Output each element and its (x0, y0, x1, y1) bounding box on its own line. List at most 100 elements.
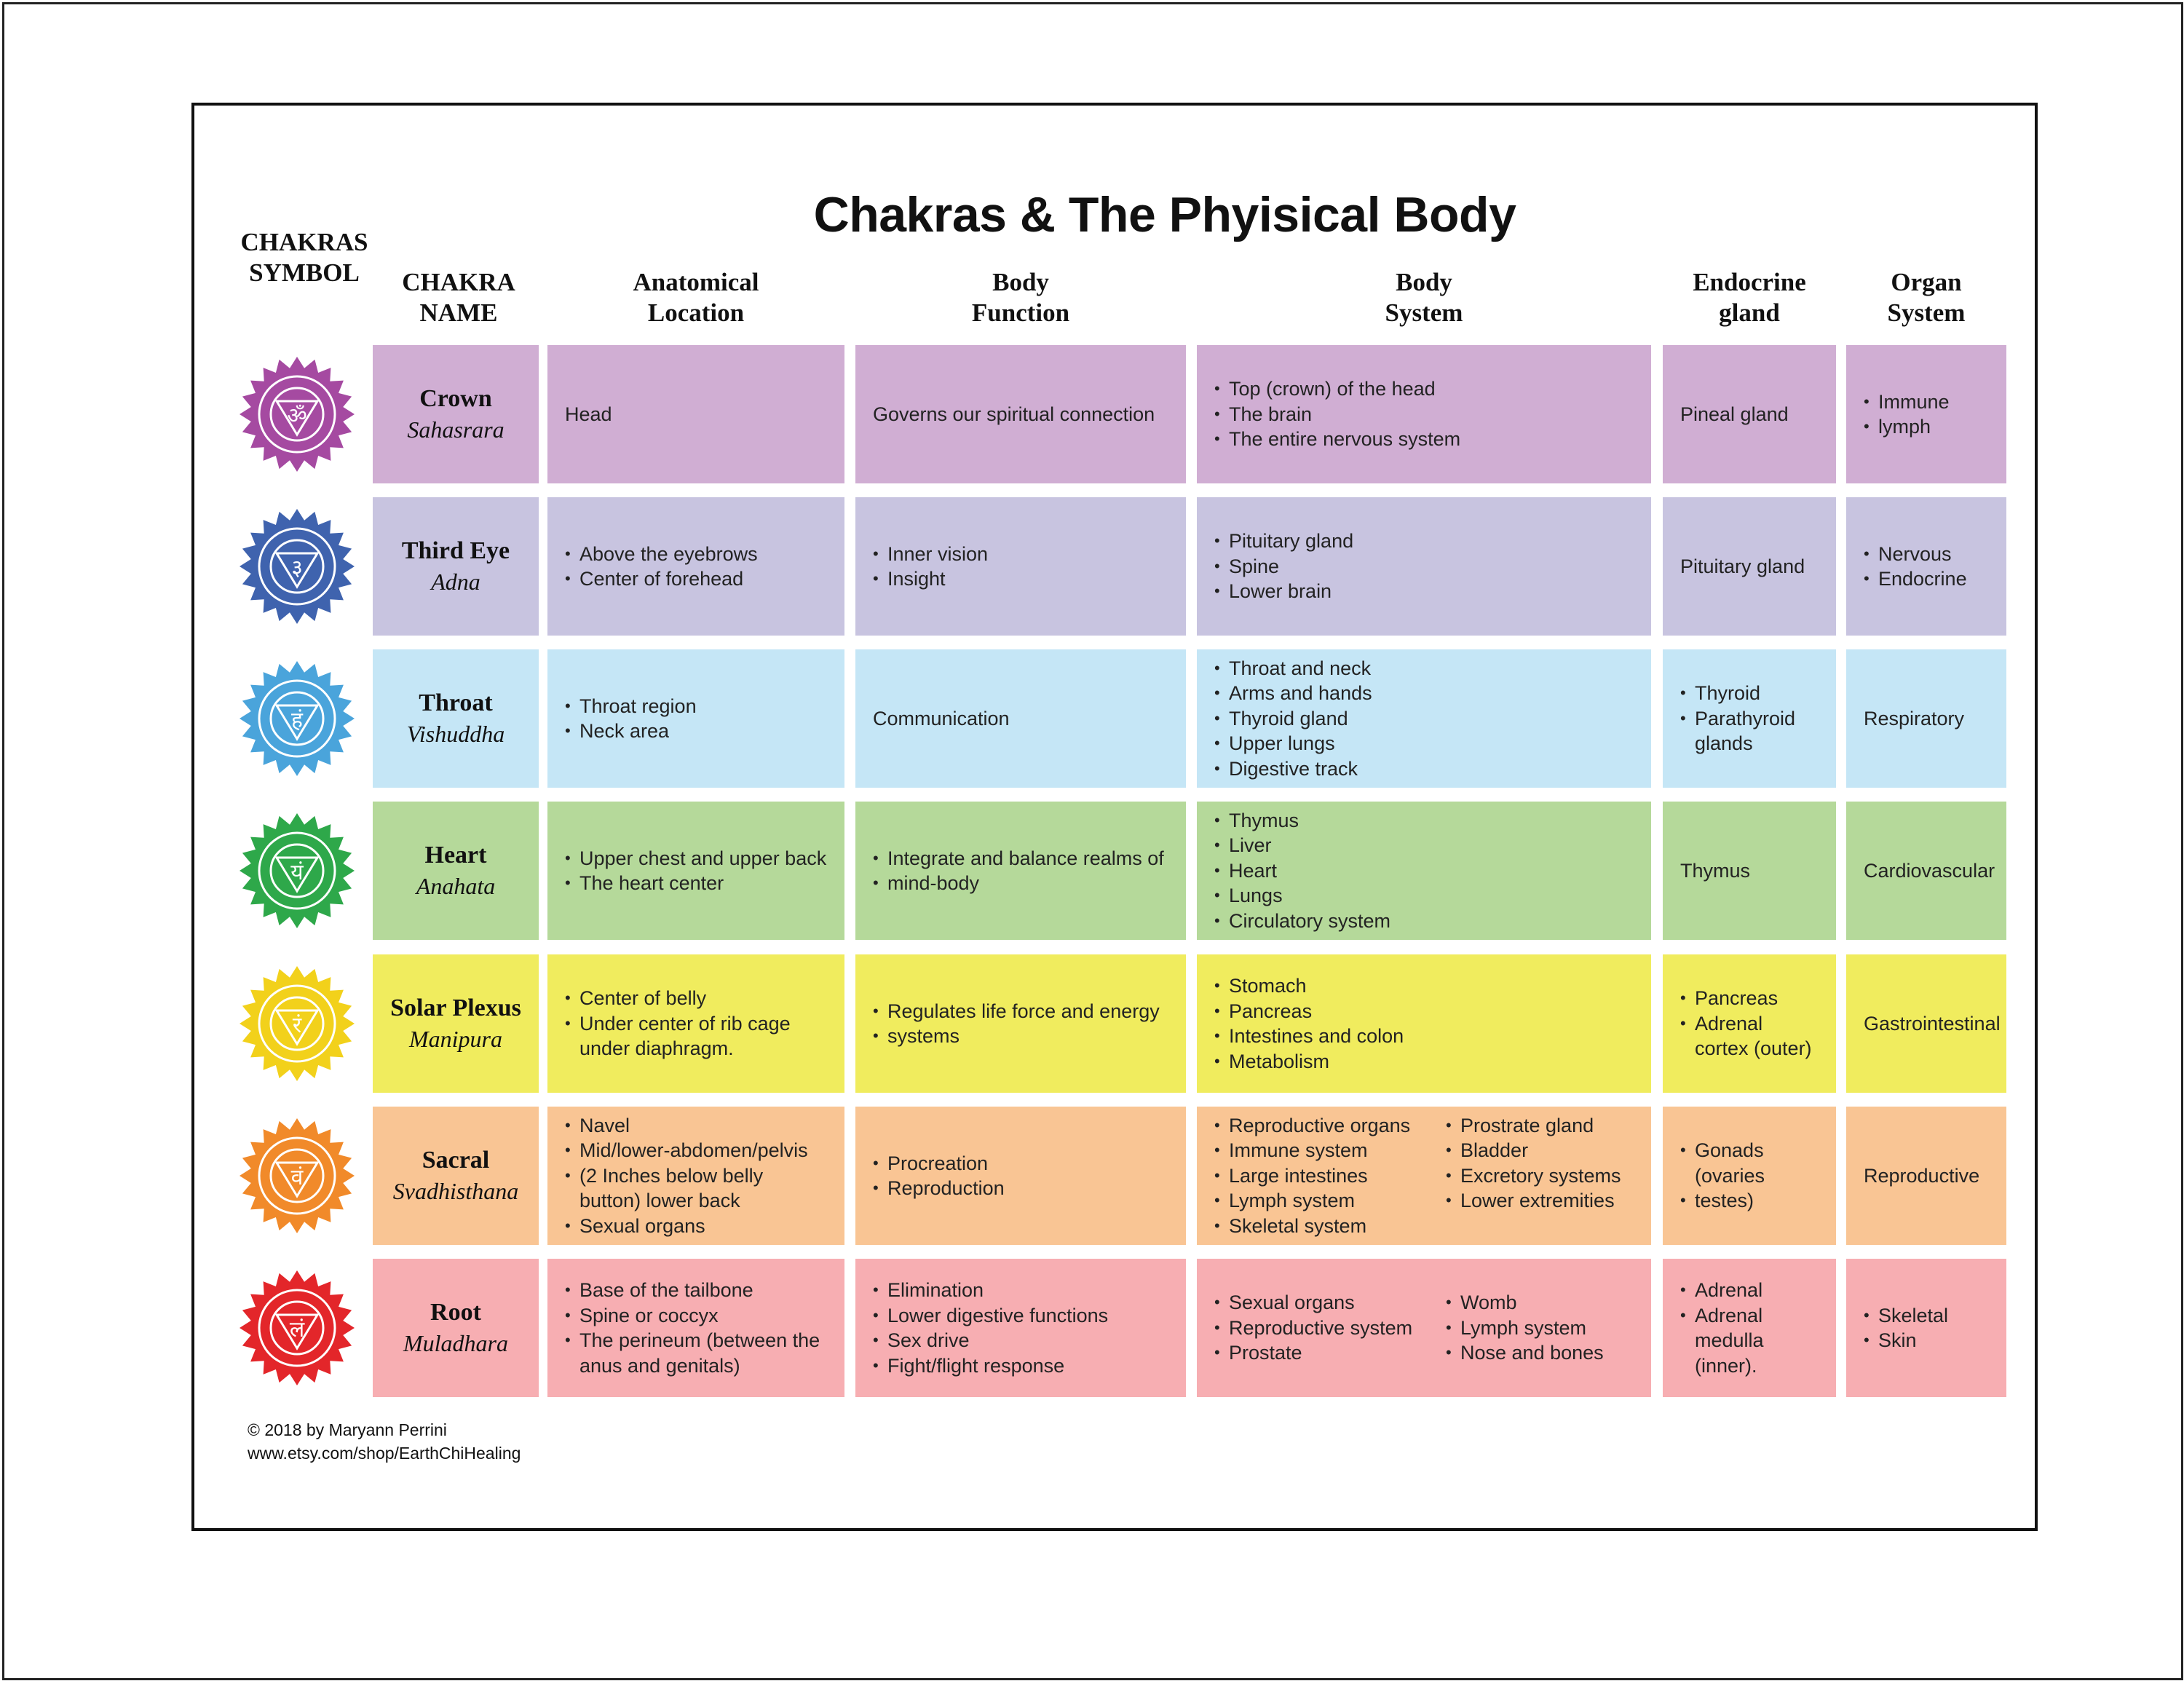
root-organ-list: SkeletalSkin (1864, 1303, 1989, 1353)
svg-text:वं: वं (291, 1165, 304, 1190)
header-anatomical: Anatomical Location (547, 267, 844, 328)
sacral-anatomical-cell: NavelMid/lower-abdomen/pelvis(2 Inches b… (547, 1107, 844, 1245)
header-symbol-line1: CHAKRAS (240, 228, 368, 256)
throat-system-cell: Throat and neckArms and handsThyroid gla… (1197, 649, 1651, 788)
root-organ-item: Skin (1864, 1328, 1989, 1353)
throat-function-text: Communication (873, 707, 1010, 729)
root-system-columns: Sexual organsReproductive systemProstate… (1214, 1290, 1634, 1366)
chakra-sanskrit-name: Manipura (409, 1026, 502, 1052)
crown-system-item: Top (crown) of the head (1214, 376, 1634, 402)
svg-text:ॐ: ॐ (287, 403, 306, 429)
chakra-sanskrit-name: Svadhisthana (392, 1178, 519, 1204)
sacral-function-list: ProcreationReproduction (873, 1151, 1168, 1201)
solar-plexus-endocrine-item: Pancreas (1680, 986, 1819, 1011)
svg-text:हं: हं (291, 708, 304, 733)
sacral-system-item: Skeletal system (1214, 1214, 1446, 1239)
third-eye-system-item: Lower brain (1214, 579, 1634, 604)
chakra-sanskrit-name: Anahata (416, 873, 496, 899)
header-anatomical-line1: Anatomical (633, 268, 759, 296)
heart-chakra-symbol-icon: यं (239, 812, 355, 929)
root-system-extra-item: Lymph system (1446, 1316, 1604, 1341)
root-system-item: Prostate (1214, 1340, 1446, 1366)
crown-organ-cell: Immunelymph (1846, 345, 2006, 483)
sacral-system-cell: Reproductive organsImmune systemLarge in… (1197, 1107, 1651, 1245)
sacral-anatomical-item: Mid/lower-abdomen/pelvis (565, 1138, 827, 1163)
svg-text:रं: रं (293, 1013, 302, 1038)
heart-function-item: mind-body (873, 871, 1168, 896)
solar-plexus-function-list: Regulates life force and energy systems (873, 999, 1168, 1049)
solar-plexus-system-list: StomachPancreasIntestines and colonMetab… (1214, 973, 1634, 1074)
crown-endocrine-cell: Pineal gland (1663, 345, 1836, 483)
root-function-item: Lower digestive functions (873, 1303, 1168, 1329)
third-eye-function-list: Inner visionInsight (873, 542, 1168, 592)
crown-organ-item: Immune (1864, 389, 1989, 415)
heart-endocrine-cell: Thymus (1663, 802, 1836, 940)
solar-plexus-chakra-symbol-icon: रं (239, 965, 355, 1082)
throat-system-item: Thyroid gland (1214, 706, 1634, 732)
third-eye-function-cell: Inner visionInsight (855, 497, 1186, 636)
throat-system-list: Throat and neckArms and handsThyroid gla… (1214, 656, 1634, 782)
third-eye-anatomical-item: Above the eyebrows (565, 542, 827, 567)
shop-url: www.etsy.com/shop/EarthChiHealing (248, 1444, 521, 1463)
solar-plexus-system-item: Pancreas (1214, 999, 1634, 1024)
heart-system-list: ThymusLiverHeartLungsCirculatory system (1214, 808, 1634, 934)
throat-anatomical-item: Throat region (565, 694, 827, 719)
svg-text:यं: यं (290, 860, 304, 885)
header-organ: Organ System (1846, 267, 2006, 328)
third-eye-anatomical-cell: Above the eyebrows Center of forehead (547, 497, 844, 636)
chakra-sanskrit-name: Muladhara (403, 1330, 508, 1356)
third-eye-organ-item: Endocrine (1864, 566, 1989, 592)
heart-system-item: Lungs (1214, 883, 1634, 909)
solar-plexus-anatomical-cell: Center of bellyUnder center of rib cage … (547, 954, 844, 1093)
header-symbol: CHAKRAS SYMBOL (232, 227, 377, 288)
sacral-anatomical-list: NavelMid/lower-abdomen/pelvis(2 Inches b… (565, 1113, 827, 1239)
third-eye-anatomical-list: Above the eyebrows Center of forehead (565, 542, 827, 592)
header-system-line2: System (1385, 298, 1463, 327)
footer: © 2018 by Maryann Perrini www.etsy.com/s… (248, 1418, 521, 1465)
chakra-name: Solar Plexus (390, 994, 521, 1021)
heart-system-cell: ThymusLiverHeartLungsCirculatory system (1197, 802, 1651, 940)
third-eye-anatomical-item: Center of forehead (565, 566, 827, 592)
heart-organ-text: Cardiovascular (1864, 859, 1995, 882)
crown-endocrine-text: Pineal gland (1680, 403, 1789, 425)
heart-anatomical-cell: Upper chest and upper backThe heart cent… (547, 802, 844, 940)
crown-system-item: The brain (1214, 402, 1634, 427)
root-chakra-symbol-icon: लं (239, 1270, 355, 1386)
third-eye-organ-cell: NervousEndocrine (1846, 497, 2006, 636)
throat-organ-text: Respiratory (1864, 707, 1965, 729)
sacral-anatomical-item: Navel (565, 1113, 827, 1139)
third-eye-system-cell: Pituitary glandSpineLower brain (1197, 497, 1651, 636)
sacral-system-extra-list: Prostrate glandBladderExcretory systemsL… (1446, 1113, 1621, 1239)
header-endocrine: Endocrine gland (1663, 267, 1836, 328)
crown-chakra-symbol-icon: ॐ (239, 356, 355, 472)
heart-function-item: Integrate and balance realms of (873, 846, 1168, 871)
root-organ-cell: SkeletalSkin (1846, 1259, 2006, 1397)
sacral-organ-cell: Reproductive (1846, 1107, 2006, 1245)
heart-organ-cell: Cardiovascular (1846, 802, 2006, 940)
root-system-item: Sexual organs (1214, 1290, 1446, 1316)
chakra-sanskrit-name: Sahasrara (407, 416, 505, 443)
root-endocrine-list: AdrenalAdrenal medulla (inner). (1680, 1278, 1819, 1378)
sacral-endocrine-item: testes) (1680, 1188, 1819, 1214)
header-organ-line1: Organ (1891, 268, 1962, 296)
throat-chakra-symbol-icon: हं (239, 660, 355, 777)
heart-system-item: Heart (1214, 858, 1634, 884)
heart-function-list: Integrate and balance realms of mind-bod… (873, 846, 1168, 896)
throat-system-item: Digestive track (1214, 756, 1634, 782)
throat-function-cell: Communication (855, 649, 1186, 788)
third-eye-endocrine-cell: Pituitary gland (1663, 497, 1836, 636)
heart-system-item: Thymus (1214, 808, 1634, 834)
root-anatomical-item: Base of the tailbone (565, 1278, 827, 1303)
solar-plexus-anatomical-item: Center of belly (565, 986, 827, 1011)
chakra-name: Heart (424, 842, 487, 869)
heart-system-item: Liver (1214, 833, 1634, 858)
sacral-organ-text: Reproductive (1864, 1164, 1980, 1187)
header-anatomical-line2: Location (647, 298, 745, 327)
third-eye-organ-list: NervousEndocrine (1864, 542, 1989, 592)
solar-plexus-function-item: systems (873, 1024, 1168, 1049)
root-system-extra-item: Nose and bones (1446, 1340, 1604, 1366)
